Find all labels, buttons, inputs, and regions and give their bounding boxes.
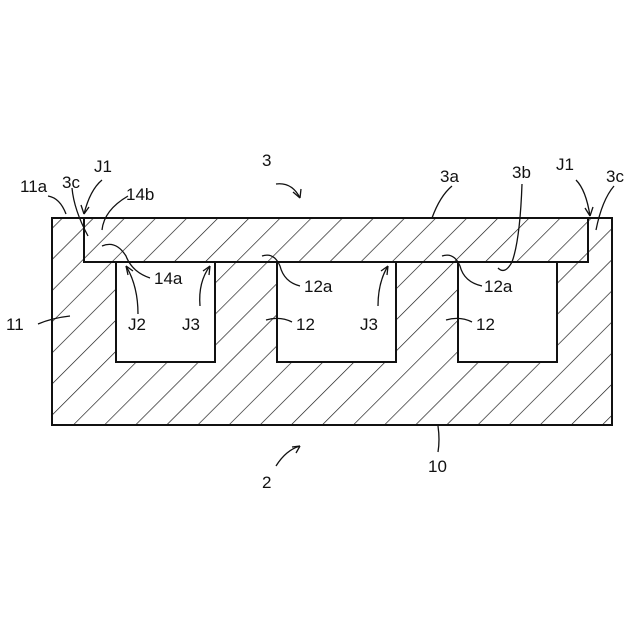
cover-plate: [84, 218, 588, 262]
label-j1-left: J1: [94, 157, 112, 176]
label-j3-right: J3: [360, 315, 378, 334]
label-11a: 11a: [20, 177, 48, 196]
label-3c-right: 3c: [606, 167, 624, 186]
label-11: 11: [6, 315, 24, 334]
label-3b: 3b: [512, 163, 531, 182]
label-14b: 14b: [126, 185, 154, 204]
label-12a-center: 12a: [304, 277, 333, 296]
label-3: 3: [262, 151, 271, 170]
label-2: 2: [262, 473, 271, 492]
label-j3-left: J3: [182, 315, 200, 334]
label-j2: J2: [128, 315, 146, 334]
label-j1-right: J1: [556, 155, 574, 174]
label-12-center: 12: [296, 315, 315, 334]
label-3a: 3a: [440, 167, 459, 186]
label-3c-left: 3c: [62, 173, 80, 192]
label-12a-right: 12a: [484, 277, 513, 296]
label-14a: 14a: [154, 269, 183, 288]
label-12-right: 12: [476, 315, 495, 334]
label-10: 10: [428, 457, 447, 476]
